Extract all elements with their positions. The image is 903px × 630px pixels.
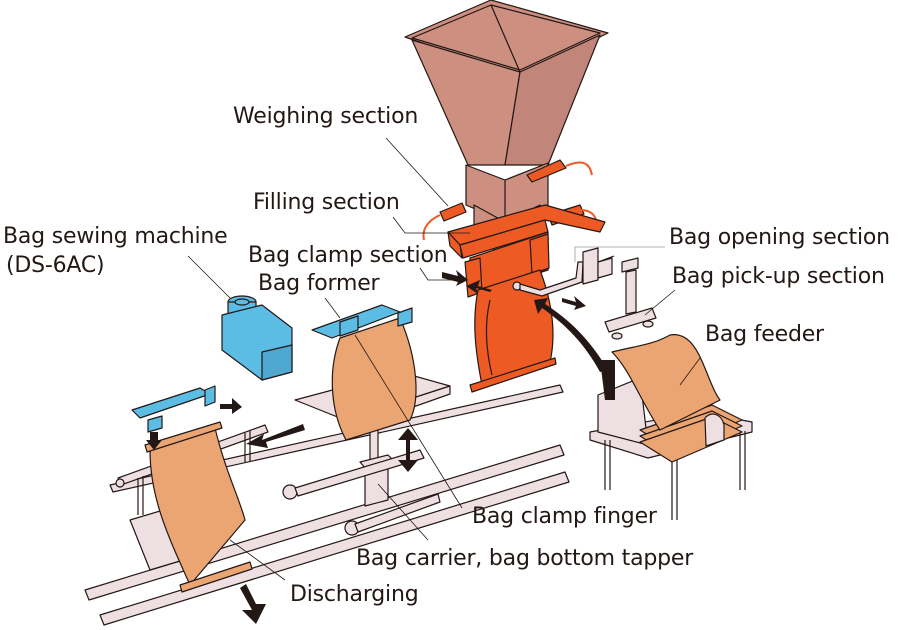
leader-carrier [377,483,429,541]
label-opening-section: Bag opening section [669,225,890,250]
leader-feeder [679,357,701,386]
arrow-open-out [562,296,586,310]
bag-feeder [589,334,753,520]
leader-weighing [385,137,449,207]
label-discharging: Discharging [290,582,419,607]
bag-opening-arm [512,247,615,297]
arrow-to-discharge [246,424,305,448]
former-bag [331,317,417,441]
leader-filling [392,216,470,234]
leader-former [324,297,341,319]
filling-bag [469,269,557,393]
leader-lines [187,137,701,581]
label-sewing-model: (DS-6AC) [6,253,105,278]
sewing-clamp [131,385,216,433]
arrow-clamp-in [442,270,468,286]
motion-arrows [146,270,615,624]
label-bag-former: Bag former [258,271,380,296]
discharge-bag [144,421,253,593]
leader-clamp-section [419,267,464,281]
arrow-discharge-out [240,584,266,624]
label-clamp-finger: Bag clamp finger [472,504,657,529]
leader-clamp-finger [354,334,463,509]
sewing-machine [221,295,293,381]
leader-pickup [644,289,676,316]
leader-sewing-machine [187,255,231,299]
hopper [404,0,609,256]
arrow-clamp-open [466,280,492,294]
arrow-clamp-release [220,398,242,414]
leader-discharging [229,539,286,581]
label-pickup-section: Bag pick-up section [672,264,885,289]
bag-pickup [604,257,657,340]
label-bag-feeder: Bag feeder [705,322,824,347]
bag-carrier [282,449,441,536]
bag-former [311,304,413,339]
arrow-clamp-down [146,432,162,450]
label-filling-section: Filling section [253,190,400,215]
label-sewing-machine: Bag sewing machine [3,224,228,249]
arrow-bag-transfer [534,298,608,372]
leader-opening [574,246,665,262]
label-weighing-section: Weighing section [233,104,419,129]
label-clamp-section: Bag clamp section [248,243,448,268]
label-bag-carrier: Bag carrier, bag bottom tapper [356,546,694,571]
arrow-updown [398,428,418,472]
